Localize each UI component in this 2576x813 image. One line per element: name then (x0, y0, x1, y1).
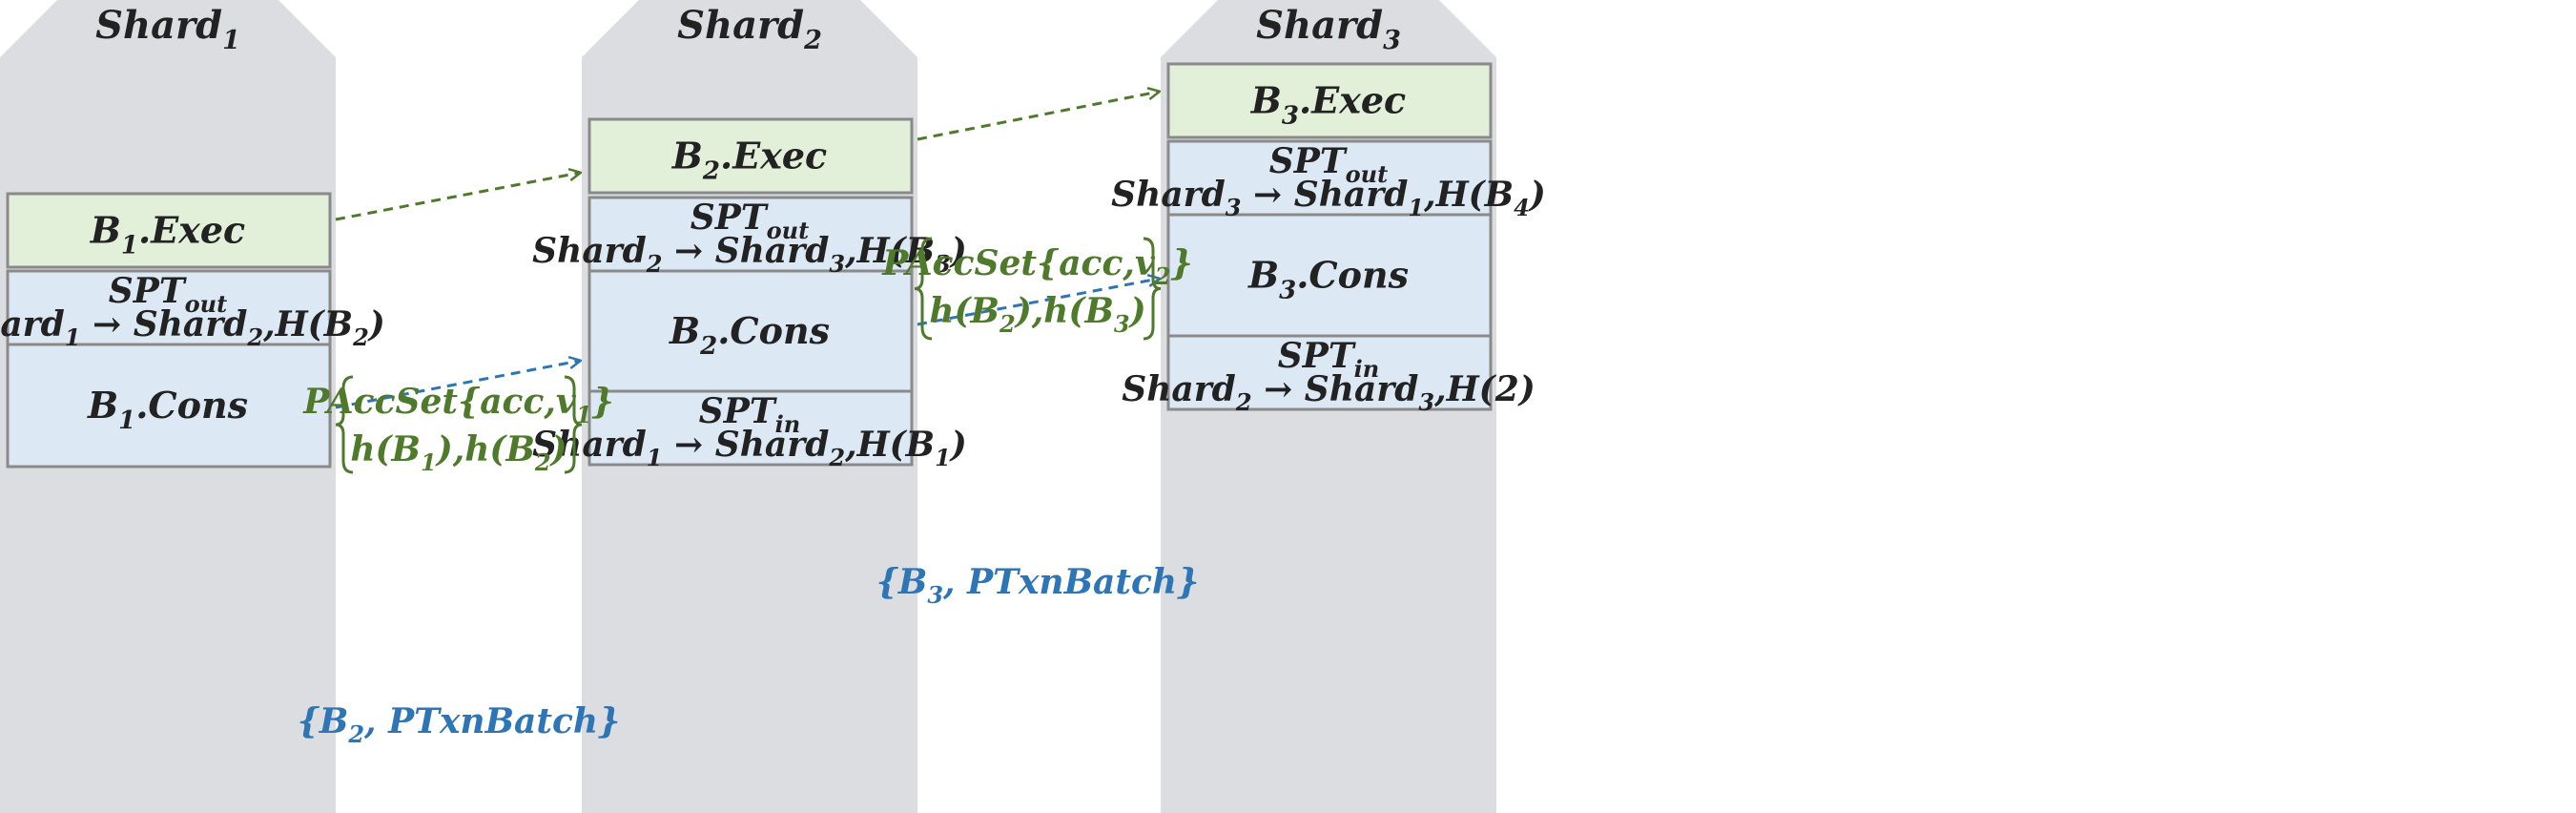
green-right-brace-1 (564, 375, 583, 474)
cons-label-1: B1.Cons (87, 384, 248, 435)
cons-box-1 (6, 343, 332, 469)
spt-out-route-1: Shard1 → Shard2,H(B2) (0, 304, 385, 351)
shard-1-title: Shard1 (95, 3, 240, 55)
shard-2-column (582, 0, 917, 813)
green-left-brace-1 (335, 375, 354, 474)
exec-label-2: B2.Exec (671, 135, 827, 186)
spt-out-title-2: SPTout (690, 198, 809, 244)
spt-out-box-2 (587, 196, 914, 273)
cons-box-3 (1166, 213, 1493, 338)
shard-1-column (0, 0, 336, 813)
spt-in-route-3: Shard2 → Shard3,H(2) (1122, 369, 1535, 416)
green-label-line2-2: h(B2),h(B3) (929, 291, 1145, 338)
cons-label-2: B2.Cons (669, 309, 830, 361)
green-arrow-2 (917, 92, 1159, 141)
green-label-line1-1: PAccSet{acc,v1} (302, 382, 613, 428)
spt-out-title-1: SPTout (109, 271, 227, 318)
shard-2-title: Shard2 (677, 3, 822, 55)
exec-box-1 (6, 192, 332, 269)
exec-label-3: B3.Exec (1250, 79, 1406, 131)
spt-out-title-3: SPTout (1269, 141, 1388, 188)
spt-out-route-2: Shard2 → Shard3,H(B3) (532, 231, 967, 278)
spt-in-title-2: SPTin (699, 391, 800, 438)
exec-label-1: B1.Exec (90, 209, 245, 261)
green-arrow-1 (335, 173, 580, 221)
exec-box-3 (1166, 62, 1493, 139)
spt-in-box-2 (587, 389, 914, 467)
green-label-line1-2: PAccSet{acc,v2} (881, 243, 1192, 290)
shard-3-column (1161, 0, 1496, 813)
spt-in-route-2: Shard1 → Shard2,H(B1) (532, 425, 967, 471)
spt-in-title-3: SPTin (1278, 336, 1379, 383)
blue-label-2: {B3, PTxnBatch} (876, 562, 1199, 609)
spt-out-route-3: Shard3 → Shard1,H(B4) (1111, 175, 1546, 221)
blue-arrow-2 (917, 279, 1159, 326)
exec-box-2 (587, 117, 914, 195)
green-right-brace-2 (1143, 237, 1162, 341)
green-left-brace-2 (914, 237, 933, 341)
blue-arrow-1 (335, 361, 580, 409)
blue-label-1: {B2, PTxnBatch} (298, 701, 620, 748)
shard-3-title: Shard3 (1256, 3, 1401, 55)
green-label-line2-1: h(B1),h(B2) (350, 429, 567, 476)
spt-in-box-3 (1166, 334, 1493, 411)
cons-label-3: B3.Cons (1247, 254, 1409, 305)
